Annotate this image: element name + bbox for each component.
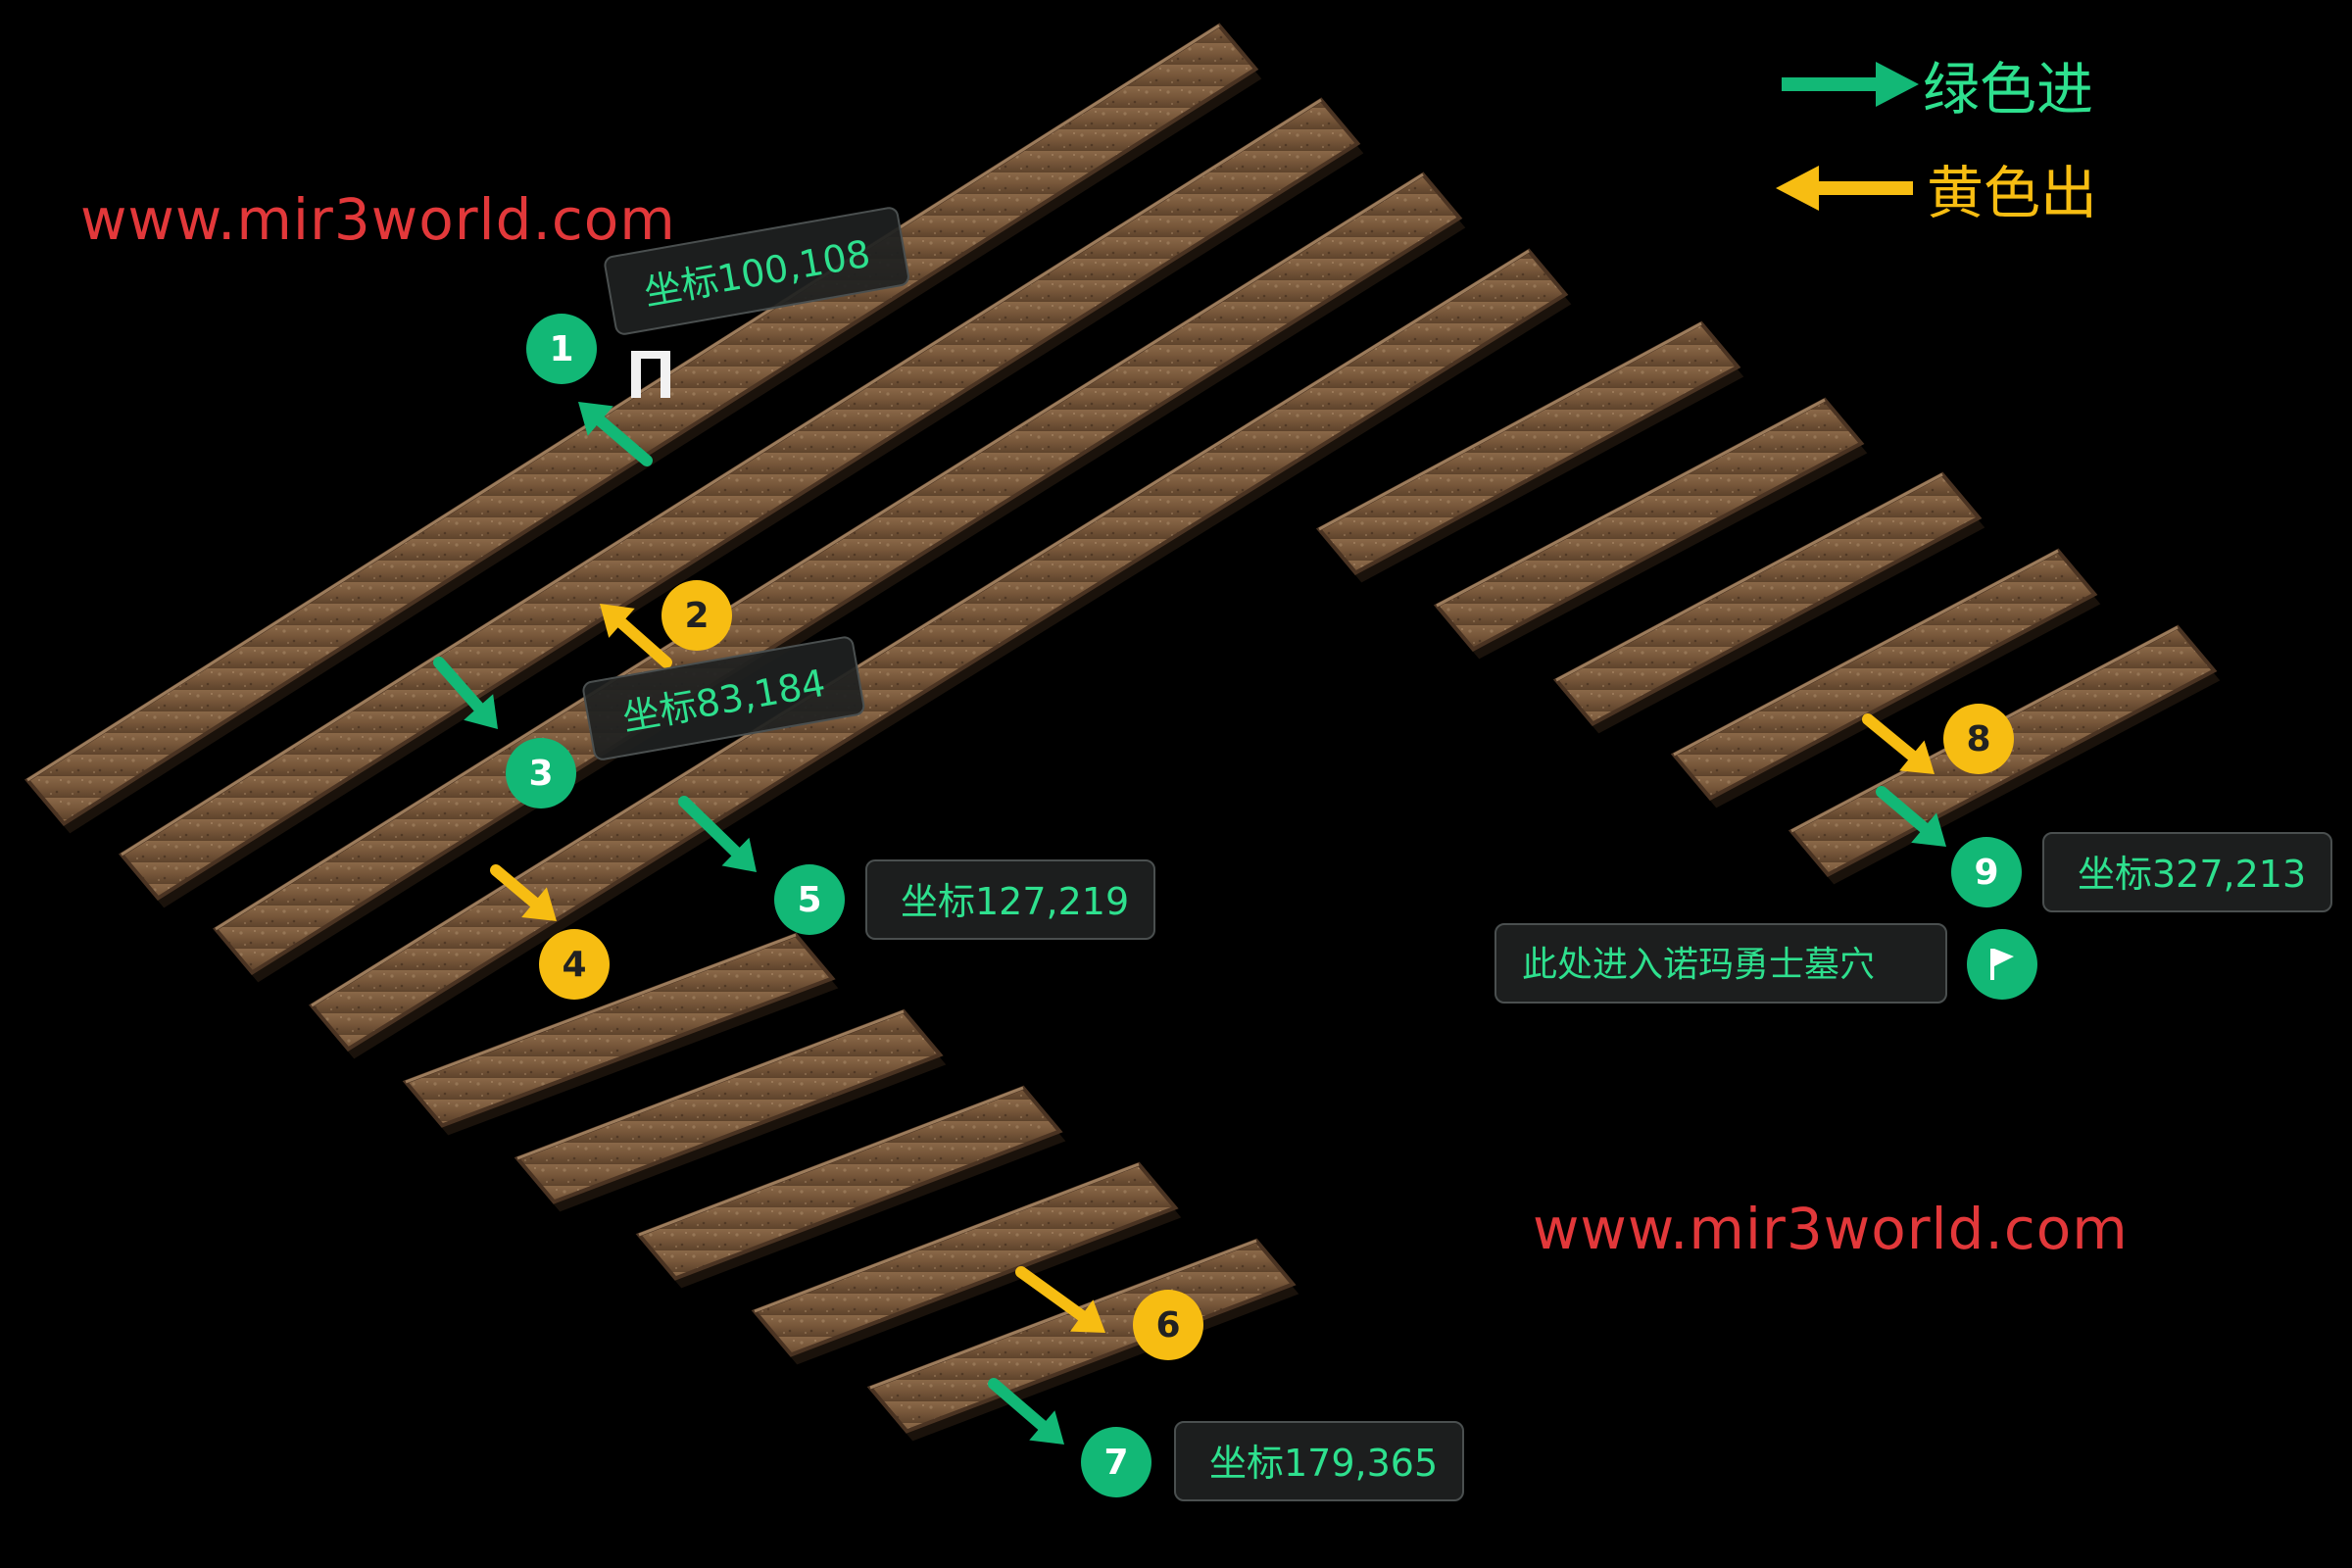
corridor-edge bbox=[638, 1086, 1024, 1237]
enter-arrow-icon bbox=[578, 402, 653, 466]
watermark-bottom-right: www.mir3world.com bbox=[1533, 1196, 2129, 1262]
marker-9[interactable]: 9 bbox=[1951, 837, 2022, 907]
legend-exit: 黄色出 bbox=[1776, 147, 2097, 229]
destination-label: 此处进入诺玛勇士墓穴 bbox=[1494, 923, 1947, 1004]
flag-marker[interactable] bbox=[1967, 929, 2037, 1000]
enter-arrow-icon bbox=[678, 796, 757, 872]
marker-8[interactable]: 8 bbox=[1943, 704, 2014, 774]
marker-3[interactable]: 3 bbox=[506, 738, 576, 808]
corridor-edge bbox=[215, 172, 1424, 931]
coord-label-7: 坐标179,365 bbox=[1174, 1421, 1464, 1501]
corridor-edge bbox=[405, 933, 797, 1084]
enter-arrow-icon bbox=[988, 1378, 1064, 1445]
coord-label-9: 坐标327,213 bbox=[2042, 832, 2332, 912]
corridor bbox=[866, 1238, 1299, 1442]
legend-enter-label: 绿色进 bbox=[1923, 56, 2094, 122]
marker-2[interactable]: 2 bbox=[662, 580, 732, 651]
corridor-edge bbox=[1555, 472, 1943, 682]
corridor bbox=[514, 1008, 947, 1212]
exit-arrow-icon bbox=[490, 864, 557, 921]
flag-icon bbox=[1990, 949, 2014, 980]
corridor-edge bbox=[121, 98, 1322, 857]
legend-enter: 绿色进 bbox=[1782, 43, 2093, 125]
yellow-arrow-left-icon bbox=[1776, 166, 1913, 211]
marker-1[interactable]: 1 bbox=[526, 314, 597, 384]
corridor-edge bbox=[869, 1239, 1257, 1390]
corridor bbox=[308, 248, 1572, 1059]
marker-7[interactable]: 7 bbox=[1081, 1427, 1152, 1497]
exit-arrow-icon bbox=[600, 604, 672, 668]
marker-6[interactable]: 6 bbox=[1133, 1290, 1203, 1360]
corridor-edge bbox=[754, 1162, 1140, 1313]
corridor bbox=[1552, 471, 1985, 734]
corridor-edge bbox=[1318, 321, 1702, 531]
corridor bbox=[118, 97, 1364, 908]
corridor-edge bbox=[1436, 398, 1826, 608]
exit-arrow-icon bbox=[1862, 713, 1935, 774]
exit-arrow-icon bbox=[1015, 1266, 1105, 1333]
corridor-edge bbox=[26, 24, 1220, 782]
corridor bbox=[1315, 320, 1744, 583]
corridor bbox=[1433, 397, 1868, 660]
marker-5[interactable]: 5 bbox=[774, 864, 845, 935]
watermark-top-left: www.mir3world.com bbox=[80, 186, 676, 253]
corridor bbox=[1670, 548, 2101, 808]
coord-label-5: 坐标127,219 bbox=[865, 859, 1155, 940]
enter-arrow-icon bbox=[1876, 786, 1946, 847]
legend-exit-label: 黄色出 bbox=[1927, 160, 2098, 226]
corridor-edge bbox=[516, 1009, 905, 1160]
corridor bbox=[402, 932, 839, 1136]
green-arrow-right-icon bbox=[1782, 62, 1919, 107]
arrow-layer bbox=[433, 351, 1946, 1445]
corridor bbox=[751, 1161, 1182, 1365]
enter-arrow-icon bbox=[433, 657, 498, 729]
corridor bbox=[635, 1085, 1066, 1289]
marker-4[interactable]: 4 bbox=[539, 929, 610, 1000]
corridor-edge bbox=[1673, 549, 2059, 757]
gate-icon bbox=[631, 351, 670, 398]
